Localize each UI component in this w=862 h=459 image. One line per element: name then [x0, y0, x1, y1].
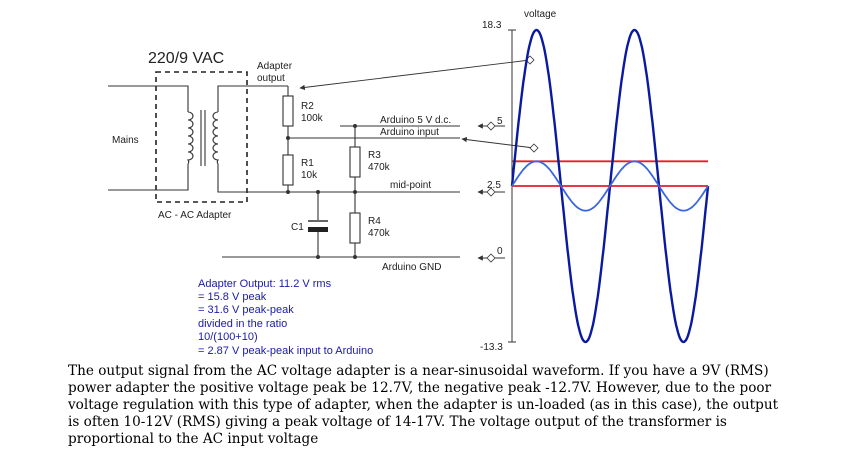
arduino-gnd-label: Arduino GND: [382, 262, 441, 273]
tick-label-2-5: 2.5: [487, 180, 501, 191]
waveform-plot: voltage 18.3 5 2.5 0 -13.3: [480, 9, 710, 353]
arduino-5v-label: Arduino 5 V d.c.: [380, 115, 451, 126]
c1-name: C1: [291, 222, 304, 233]
plot-ylabel: voltage: [524, 9, 557, 20]
caption-paragraph: The output signal from the AC voltage ad…: [68, 363, 779, 447]
tick-label-5: 5: [497, 116, 503, 127]
adapter-voltage-label: 220/9 VAC: [148, 50, 224, 67]
adapter-output-label-1: Adapter: [257, 61, 293, 72]
transformer: [108, 85, 288, 193]
mains-label: Mains: [112, 135, 139, 146]
tick-label-minus-13-3: -13.3: [480, 342, 503, 353]
r3-name: R3: [368, 150, 381, 161]
note-line: divided in the ratio: [198, 318, 287, 330]
note-line: Adapter Output: 11.2 V rms: [198, 278, 332, 290]
r1-value: 10k: [301, 170, 318, 181]
note-line: = 31.6 V peak-peak: [198, 304, 294, 316]
junction-dots: [286, 124, 357, 259]
resistor-r1: [282, 154, 294, 186]
circuit-wires: [222, 86, 460, 258]
r3-value: 470k: [368, 162, 391, 173]
pointer-arrows: [299, 59, 535, 261]
adapter-box: [155, 71, 248, 203]
resistor-r3: [349, 146, 361, 178]
note-line: = 15.8 V peak: [198, 291, 267, 303]
r1-name: R1: [301, 158, 314, 169]
note-line: = 2.87 V peak-peak input to Arduino: [198, 345, 373, 357]
r2-name: R2: [301, 101, 314, 112]
capacitor-c1: [308, 220, 328, 232]
arduino-input-waveform: [511, 160, 709, 212]
r2-value: 100k: [301, 113, 324, 124]
resistor-r2: [282, 95, 294, 127]
mid-point-label: mid-point: [390, 180, 431, 191]
arduino-input-label: Arduino input: [380, 127, 439, 138]
adapter-box-label: AC - AC Adapter: [158, 210, 232, 221]
circuit-and-waveform-diagram: 220/9 VAC AC - AC Adapter Mains Adapter …: [108, 9, 710, 357]
adapter-output-label-2: output: [257, 73, 285, 84]
note-line: 10/(100+10): [198, 331, 258, 343]
tick-label-18-3: 18.3: [482, 20, 502, 31]
resistor-r4: [349, 212, 361, 244]
r4-value: 470k: [368, 228, 391, 239]
r4-name: R4: [368, 216, 381, 227]
tick-label-0: 0: [497, 246, 503, 257]
adapter-output-note: Adapter Output: 11.2 V rms = 15.8 V peak…: [198, 278, 373, 357]
